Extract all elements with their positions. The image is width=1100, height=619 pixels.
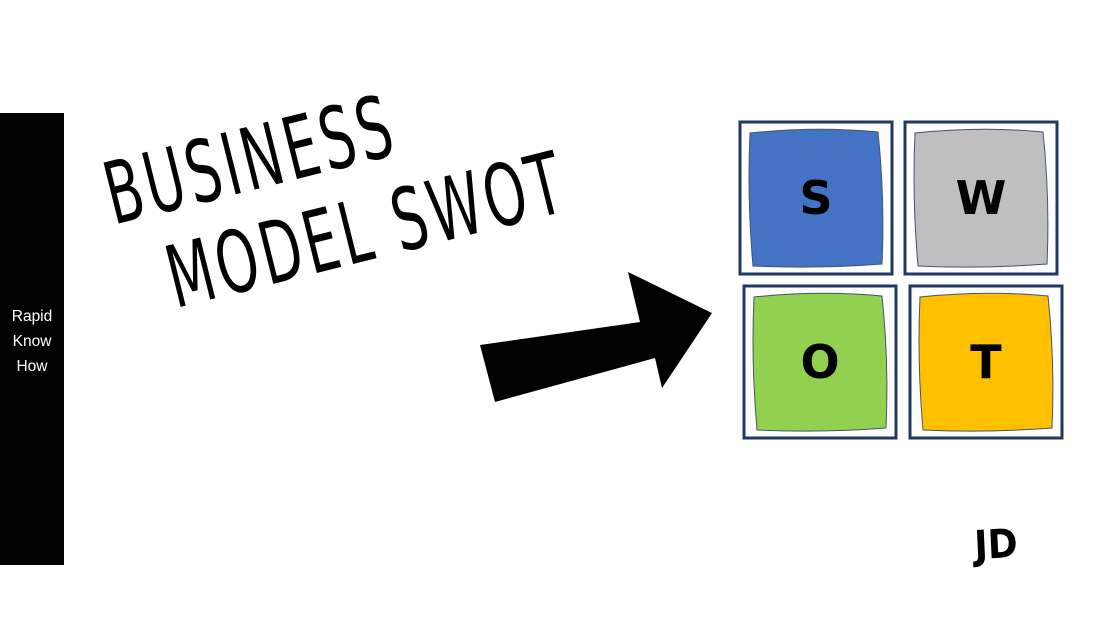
- swot-frame: [903, 120, 1059, 276]
- arrow-icon: [480, 272, 712, 402]
- swot-frame: [908, 284, 1064, 440]
- swot-letter: S: [799, 171, 832, 225]
- signature: JD: [973, 520, 1019, 570]
- sidebar-bar: [0, 113, 64, 565]
- swot-frame: [742, 284, 898, 440]
- brand-line: Know: [12, 333, 52, 350]
- swot-fill-t: [918, 292, 1054, 432]
- swot-fill-s: [748, 128, 884, 268]
- swot-fill-w: [913, 128, 1049, 268]
- swot-frame: [738, 120, 894, 276]
- swot-fill-o: [752, 292, 888, 432]
- swot-letter: O: [800, 335, 839, 389]
- swot-letter: W: [956, 171, 1007, 225]
- brand-line: How: [16, 358, 48, 375]
- brand-label: Rapid Know How: [0, 304, 64, 379]
- swot-letter: T: [970, 335, 1002, 389]
- brand-line: Rapid: [11, 308, 53, 325]
